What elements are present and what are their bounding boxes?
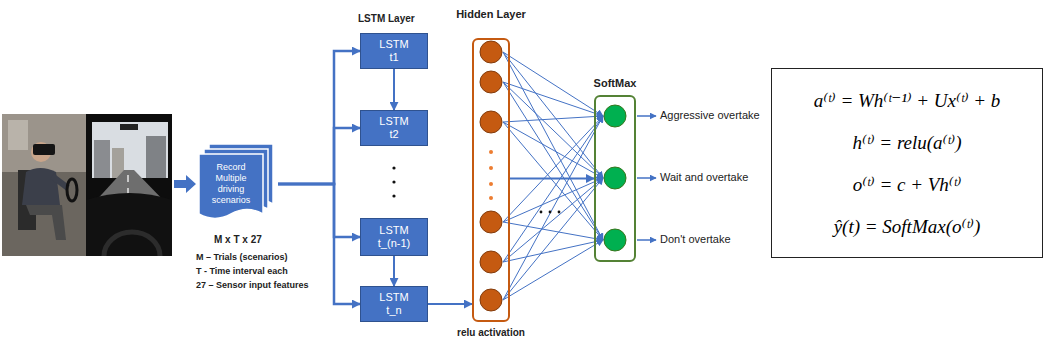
equation-line: o⁽ᵗ⁾ = c + Vh⁽ᵗ⁾: [853, 173, 962, 196]
equation-line: h⁽ᵗ⁾ = relu(a⁽ᵗ⁾): [853, 131, 962, 154]
flow-arrow: [174, 175, 196, 193]
document-stack: Record Multiple driving scenarios: [198, 143, 278, 225]
photo-room: [2, 114, 86, 256]
photo-arm: [52, 176, 68, 188]
document-text-column: Record Multiple driving scenarios: [201, 162, 261, 206]
sim-dashboard: [86, 193, 172, 256]
sim-frame: [86, 114, 172, 256]
hidden-ellipsis: [489, 150, 493, 200]
connector-arrow: [393, 256, 395, 286]
sim-steering: [104, 232, 160, 256]
cell-label: LSTM t1: [374, 38, 414, 64]
output-class: Aggressive overtake: [660, 109, 760, 121]
ellipsis-dot: [392, 194, 395, 197]
equation-line: ŷ(t) = SoftMax(o⁽ᵗ⁾): [834, 215, 981, 238]
layer-caption: relu activation: [441, 327, 541, 338]
connector-arrow: [393, 69, 395, 110]
softmax-layer: SoftMax: [575, 76, 655, 264]
photo-legs: [26, 205, 66, 240]
output-class: Don't overtake: [660, 233, 731, 245]
softmax-neurons: [604, 105, 626, 251]
document-text-area: Record Multiple driving scenarios: [201, 157, 261, 211]
connector-arrow: [428, 303, 472, 305]
lstm-cell: LSTM t2: [360, 110, 428, 146]
layer-heading: Hidden Layer: [441, 8, 541, 20]
hidden-neurons: [480, 41, 502, 311]
photo-wheel: [67, 179, 77, 201]
hidden-layer: Hidden Layer relu activation: [441, 6, 541, 346]
photo-wall: [2, 114, 86, 172]
dimension-note: T - Time interval each: [196, 266, 288, 276]
connector-arrow: [278, 51, 360, 184]
sim-sky: [92, 122, 168, 178]
output-arrows: [637, 116, 656, 240]
lstm-cell: LSTM t_n: [360, 286, 428, 322]
cell-label: LSTM t2: [374, 115, 414, 141]
output-class: Wait and overtake: [660, 171, 748, 183]
cell-text: LSTM t_(n-1): [374, 224, 414, 250]
ellipsis-dot: [558, 211, 561, 214]
layer-title: LSTM Layer: [358, 13, 415, 24]
sim-building: [146, 136, 166, 178]
hidden-layer-outline: [472, 38, 510, 322]
ellipsis-dot: [392, 180, 395, 183]
softmax-outline: [594, 95, 636, 262]
cell-label: LSTM t_(n-1): [374, 224, 414, 250]
connector-arrow: [278, 184, 360, 237]
cell-text: LSTM t_n: [374, 291, 414, 317]
connector-arrow: [278, 128, 360, 184]
lstm-cell: LSTM t_(n-1): [360, 218, 428, 256]
document-label: Record Multiple driving scenarios: [201, 162, 261, 206]
lstm-cell: LSTM t1: [360, 33, 428, 69]
cell-text: LSTM t2: [374, 115, 414, 141]
cell-text: LSTM t1: [374, 38, 414, 64]
dimension-label: M x T x 27: [214, 234, 262, 245]
sim-building: [94, 140, 110, 178]
dense-connections: [503, 52, 603, 300]
dimension-note: M – Trials (scenarios): [196, 252, 288, 262]
ellipsis-dot: [392, 166, 395, 169]
layer-heading: SoftMax: [575, 77, 655, 89]
equation-line: a⁽ᵗ⁾ = Wh⁽ᵗ⁻¹⁾ + Ux⁽ᵗ⁾ + b: [814, 89, 1001, 112]
vr-headset: [33, 144, 55, 155]
photo-torso: [22, 168, 60, 205]
cell-label: LSTM t_n: [374, 291, 414, 317]
ellipsis-dot: [549, 211, 552, 214]
equation-box: a⁽ᵗ⁾ = Wh⁽ᵗ⁻¹⁾ + Ux⁽ᵗ⁾ + b h⁽ᵗ⁾ = relu(a⁽…: [771, 68, 1043, 258]
dimension-note: 27 – Sensor input features: [196, 280, 309, 290]
connector-arrow: [510, 178, 594, 180]
sim-mirror: [120, 124, 138, 130]
document-page: [199, 154, 263, 219]
ellipsis-dot: [540, 211, 543, 214]
photo-door: [8, 120, 28, 150]
sim-lane-mark: [127, 175, 129, 196]
